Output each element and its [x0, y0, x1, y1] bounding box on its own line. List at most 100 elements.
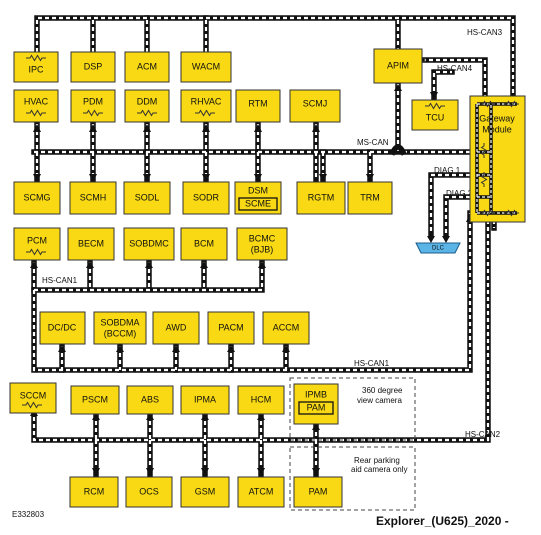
module-bcmc: BCMC (BJB) [236, 227, 288, 261]
bus-label-hs-can4: HS-CAN4 [437, 64, 473, 73]
module-label: TRM [360, 192, 380, 202]
module-label: RGTM [308, 192, 335, 202]
module-sobdma: SOBDMA (BCCM) [93, 311, 147, 345]
dlc-label: DLC [432, 246, 445, 252]
module-bcm: BCM [180, 227, 228, 261]
module-dsm: DSM SCME [234, 181, 282, 215]
module-label-line1: SOBDMA [100, 317, 139, 327]
module-rcm: RCM [69, 476, 119, 508]
module-pscm: PSCM [70, 385, 120, 415]
module-pacm: PACM [207, 311, 255, 345]
module-label-pam-inner: PAM [307, 402, 326, 412]
module-trm: TRM [347, 181, 393, 215]
bus-label-diag2: DIAG 2 [446, 189, 473, 198]
module-label: ABS [141, 394, 159, 404]
module-label: DSP [84, 61, 103, 71]
module-label: SOBDMC [129, 238, 169, 248]
note-rear-line1: Rear parking [354, 456, 400, 465]
module-label: RHVAC [191, 96, 222, 106]
module-label: WACM [192, 61, 220, 71]
pam-inner-box [298, 401, 334, 415]
gateway-module: Gateway Module [469, 95, 526, 223]
module-label: SODR [193, 192, 220, 202]
module-label: IPC [28, 64, 44, 74]
module-pdm: PDM [70, 89, 116, 123]
module-label: RCM [84, 486, 105, 496]
module-sobdmc: SOBDMC [123, 227, 175, 261]
module-tcu: TCU [411, 99, 459, 131]
module-label: RTM [248, 98, 267, 108]
dlc-connector: DLC [415, 242, 461, 254]
module-sodl: SODL [123, 181, 171, 215]
module-accm: ACCM [262, 311, 310, 345]
module-label: PAM [309, 486, 328, 496]
module-scmh: SCMH [69, 181, 117, 215]
module-scmj: SCMJ [289, 89, 341, 123]
module-becm: BECM [67, 227, 115, 261]
module-label: PDM [83, 96, 103, 106]
module-dcdc: DC/DC [39, 311, 86, 345]
module-hvac: HVAC [13, 89, 59, 123]
module-label: SCMJ [303, 98, 328, 108]
module-label-scme: SCME [245, 198, 271, 208]
note-360-line1: 360 degree [362, 386, 403, 395]
module-pam: PAM [293, 476, 343, 508]
scme-box [238, 197, 278, 211]
module-label: TCU [426, 112, 445, 122]
module-apim: APIM [373, 48, 423, 84]
module-awd: AWD [152, 311, 200, 345]
module-label-line2: (BCCM) [104, 328, 137, 338]
module-label-line1: BCMC [249, 233, 276, 243]
module-rgtm: RGTM [296, 181, 346, 215]
module-acm: ACM [124, 51, 170, 83]
module-label: PSCM [82, 394, 108, 404]
module-ipc: IPC [13, 51, 59, 83]
module-label: IPMA [194, 394, 216, 404]
module-label-line2: (BJB) [251, 244, 274, 254]
rear-parking-group [289, 446, 416, 511]
note-360-line2: view camera [357, 396, 402, 405]
module-label: DDM [137, 96, 158, 106]
bus-dashes [32, 16, 515, 474]
module-label: ATCM [249, 486, 274, 496]
module-dsp: DSP [70, 51, 116, 83]
module-pcm: PCM [13, 227, 61, 261]
module-atcm: ATCM [237, 476, 285, 508]
module-label: SCMG [24, 192, 51, 202]
module-abs: ABS [126, 385, 174, 415]
module-label: APIM [387, 60, 409, 70]
module-label: DSM [248, 185, 268, 195]
module-label: OCS [139, 486, 159, 496]
module-label: ACM [137, 61, 157, 71]
module-label: SODL [135, 192, 160, 202]
bus-label-hs-can2: HS-CAN2 [465, 430, 501, 439]
bus-label-hs-can1-top: HS-CAN1 [42, 276, 78, 285]
module-label: AWD [166, 322, 187, 332]
module-sccm: SCCM [9, 382, 57, 414]
module-ipma: IPMA [180, 385, 230, 415]
module-label: SCMH [80, 192, 107, 202]
module-label: SCCM [20, 390, 47, 400]
bus-label-diag1: DIAG 1 [434, 166, 461, 175]
module-wacm: WACM [180, 51, 232, 83]
module-label: PCM [27, 235, 47, 245]
note-rear-line2: aid camera only [351, 465, 407, 474]
module-label: BECM [78, 238, 104, 248]
module-label: HCM [251, 394, 272, 404]
gateway-label-line1: Gateway [479, 113, 515, 123]
bus-label-hs-can3: HS-CAN3 [467, 28, 503, 37]
module-label: ACCM [273, 322, 300, 332]
module-scmg: SCMG [13, 181, 61, 215]
module-sodr: SODR [182, 181, 230, 215]
module-label: IPMB [305, 389, 327, 399]
gateway-label-line2: Module [482, 124, 512, 134]
caption: Explorer_(U625)_2020 - [376, 514, 509, 528]
module-label: BCM [194, 238, 214, 248]
bus-label-hs-can1-bottom: HS-CAN1 [354, 359, 390, 368]
module-rtm: RTM [235, 89, 281, 123]
figure-id: E332803 [12, 510, 45, 519]
module-hcm: HCM [237, 385, 285, 415]
module-rhvac: RHVAC [180, 89, 232, 123]
module-label: PACM [218, 322, 243, 332]
